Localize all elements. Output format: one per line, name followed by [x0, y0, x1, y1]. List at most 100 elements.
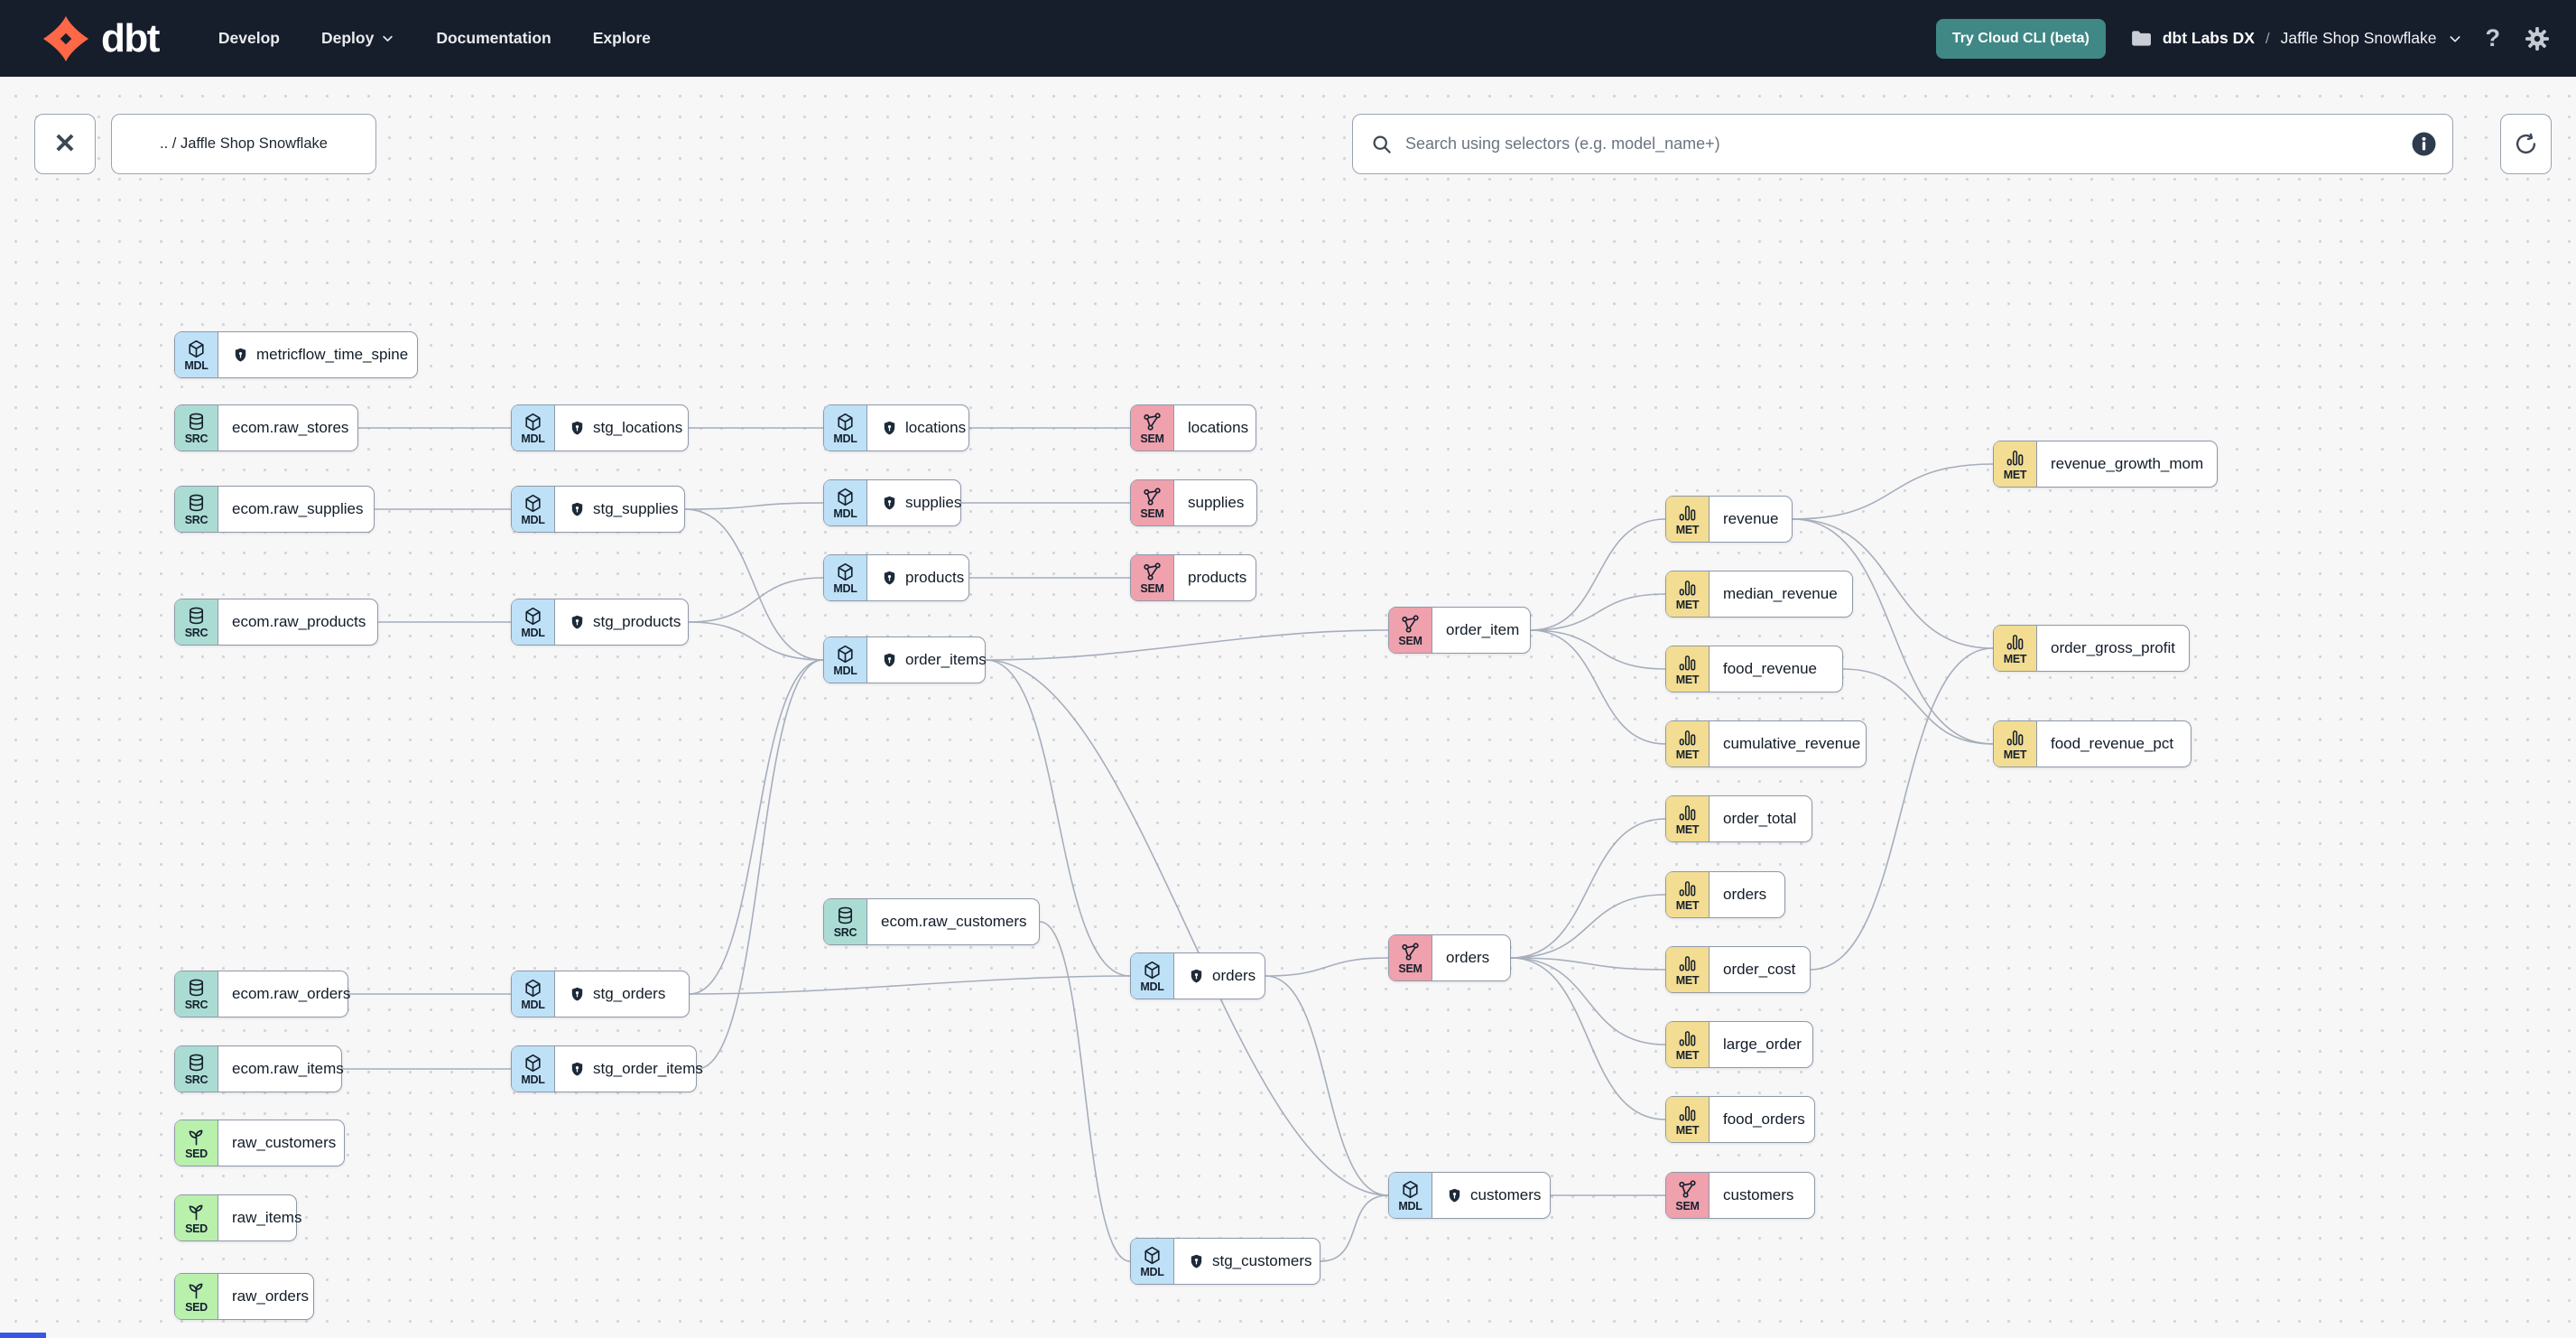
node-type-label: MDL: [184, 359, 208, 373]
node-name: order_total: [1723, 810, 1797, 827]
node-name: customers: [1723, 1186, 1794, 1203]
nav-item-documentation[interactable]: Documentation: [436, 29, 551, 47]
node-body: ecom.raw_stores: [218, 405, 362, 451]
node-type-label: MDL: [521, 627, 545, 640]
contract-shield-icon: [569, 614, 586, 631]
node-body: raw_items: [218, 1195, 315, 1240]
graph-node-orders[interactable]: MDL orders: [1130, 952, 1265, 999]
metric-bars-icon: MET: [1994, 441, 2037, 487]
dbt-logo[interactable]: dbt: [42, 14, 160, 63]
node-body: food_orders: [1710, 1097, 1819, 1142]
close-lineage-button[interactable]: ✕: [34, 114, 96, 174]
node-name: stg_orders: [593, 985, 666, 1002]
graph-node-median_revenue[interactable]: MET median_revenue: [1665, 571, 1853, 618]
lineage-edge: [684, 508, 824, 661]
nav-item-explore[interactable]: Explore: [592, 29, 651, 47]
horizontal-scrollbar-thumb[interactable]: [0, 1333, 46, 1338]
selector-search-input[interactable]: [1405, 135, 2399, 153]
node-name: orders: [1212, 967, 1256, 984]
node-name: revenue_growth_mom: [2051, 455, 2204, 472]
node-body: median_revenue: [1710, 571, 1851, 617]
model-cube-icon: MDL: [512, 599, 555, 645]
lineage-breadcrumb[interactable]: .. / Jaffle Shop Snowflake: [111, 114, 376, 174]
semantic-model-icon: SEM: [1389, 608, 1432, 653]
contract-shield-icon: [569, 1061, 586, 1078]
source-database-icon: SRC: [175, 405, 218, 451]
lineage-edge: [1039, 921, 1131, 1262]
node-type-label: MDL: [833, 507, 857, 521]
node-body: stg_products: [555, 599, 694, 645]
node-name: ecom.raw_items: [232, 1060, 344, 1077]
node-body: metricflow_time_spine: [218, 332, 422, 377]
node-name: ecom.raw_orders: [232, 985, 351, 1002]
node-type-label: SEM: [1140, 432, 1164, 446]
nav-item-deploy[interactable]: Deploy: [321, 29, 394, 48]
nav-menu: Develop Deploy Documentation Explore: [218, 29, 651, 48]
help-icon[interactable]: ?: [2485, 24, 2501, 51]
info-icon[interactable]: [2412, 132, 2436, 156]
node-body: food_revenue: [1710, 646, 1830, 692]
node-type-label: MET: [1675, 599, 1700, 612]
contract-shield-icon: [881, 570, 898, 587]
settings-gear-icon[interactable]: [2524, 25, 2551, 52]
node-body: large_order: [1710, 1022, 1815, 1067]
lineage-edge: [1530, 593, 1666, 631]
chevron-down-icon: [383, 35, 394, 42]
semantic-model-icon: SEM: [1131, 555, 1174, 600]
node-type-label: MDL: [1140, 980, 1164, 994]
model-cube-icon: MDL: [824, 555, 867, 600]
node-name: raw_orders: [232, 1287, 310, 1305]
refresh-lineage-button[interactable]: [2500, 114, 2552, 174]
metric-bars-icon: MET: [1994, 626, 2037, 671]
seed-sprout-icon: SED: [175, 1120, 218, 1166]
nav-item-develop[interactable]: Develop: [218, 29, 280, 47]
project-selector[interactable]: dbt Labs DX / Jaffle Shop Snowflake: [2129, 27, 2462, 50]
project-name: Jaffle Shop Snowflake: [2280, 29, 2437, 47]
lineage-edge: [985, 659, 1131, 977]
node-body: order_cost: [1710, 947, 1809, 992]
node-name: raw_items: [232, 1209, 302, 1226]
lineage-canvas[interactable]: [0, 77, 2576, 1338]
lineage-edge: [1320, 1194, 1389, 1262]
graph-node-revenue_growth_mom[interactable]: MET revenue_growth_mom: [1993, 441, 2218, 488]
try-cloud-cli-button[interactable]: Try Cloud CLI (beta): [1935, 18, 2106, 59]
metric-bars-icon: MET: [1666, 497, 1710, 542]
